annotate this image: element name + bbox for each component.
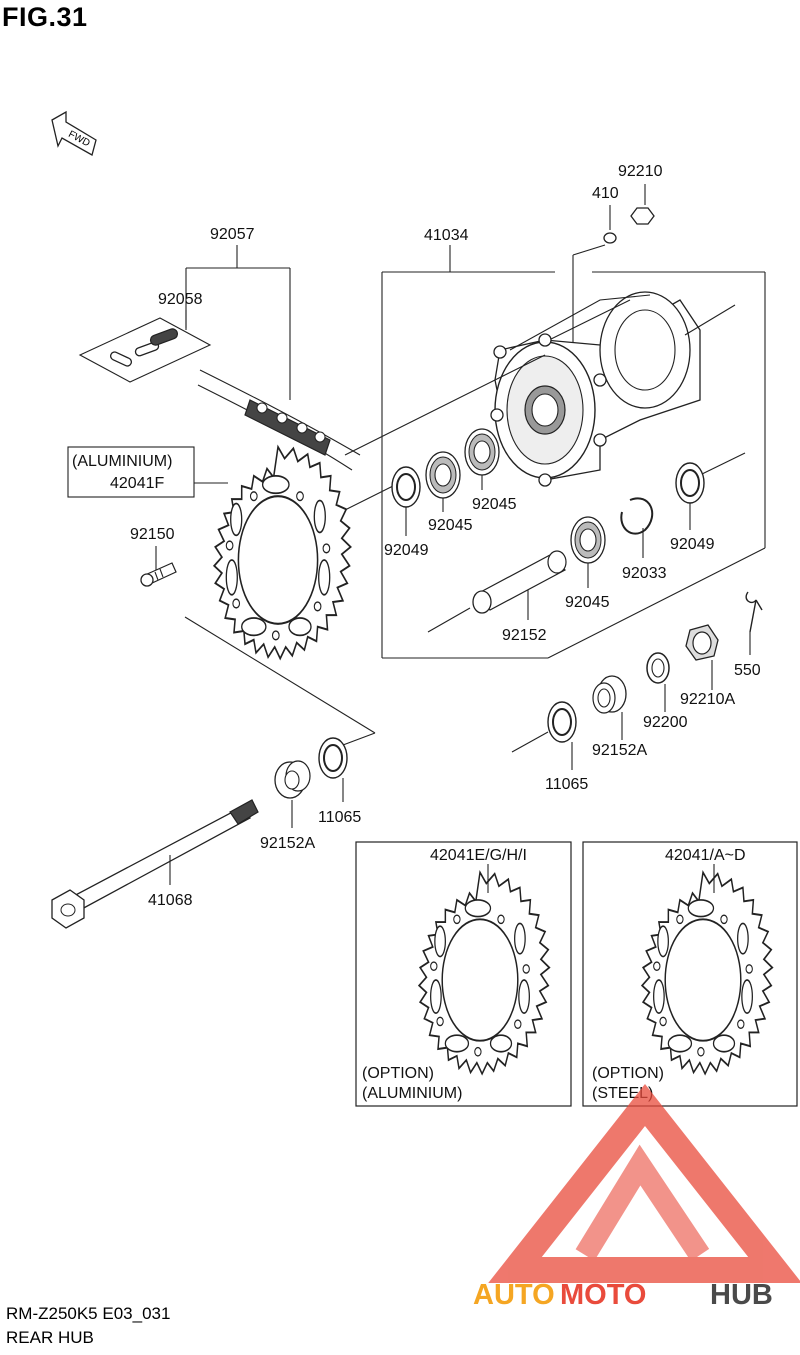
leader-92057: [185, 245, 291, 400]
label-410: 410: [592, 185, 619, 202]
nut-92210-part: [630, 207, 655, 225]
axle-guide-line: [344, 354, 546, 456]
hub-guide-line-a: [684, 304, 736, 336]
automotohub-watermark-logo: [488, 1083, 800, 1283]
watermark-hub: HUB: [710, 1279, 773, 1311]
watermark-moto: MOTO: [560, 1279, 646, 1311]
automotohub-watermark-text: AUTO MOTO HUB: [473, 1279, 773, 1311]
label-92045-c: 92045: [565, 594, 610, 611]
fwd-arrow-icon: FWD: [51, 110, 97, 156]
seal-11065-right-part: [547, 701, 577, 743]
label-41068: 41068: [148, 892, 193, 909]
seal-92049-right-part: [675, 462, 705, 504]
label-92049-right: 92049: [670, 536, 715, 553]
label-92045-a: 92045: [428, 517, 473, 534]
bolt-92150-part: [140, 562, 177, 587]
circlip-92033-part: [620, 497, 654, 535]
bearing-92045-a-part: [425, 451, 461, 499]
label-42041F: 42041F: [110, 475, 164, 492]
leader-41034: [381, 245, 766, 659]
label-11065-left: 11065: [318, 809, 361, 826]
label-92200: 92200: [643, 714, 688, 731]
seal-92049-left-part: [391, 466, 421, 508]
bearing-92045-b-part: [464, 428, 500, 476]
chain-joint-part: [78, 317, 212, 383]
label-92049-left: 92049: [384, 542, 429, 559]
seal-11065-left-part: [318, 737, 348, 779]
label-92150: 92150: [130, 526, 175, 543]
washer-410-part: [603, 232, 617, 244]
option2-note1: (OPTION): [592, 1065, 664, 1082]
label-550: 550: [734, 662, 761, 679]
label-11065-right: 11065: [545, 776, 588, 793]
option2-part-label: 42041/A~D: [665, 847, 746, 864]
castle-nut-92210A-part: [685, 624, 719, 661]
label-92152: 92152: [502, 627, 547, 644]
bearing-92045-c-part: [570, 516, 606, 564]
cotter-pin-550-part: [745, 591, 763, 633]
label-92045-b: 92045: [472, 496, 517, 513]
option-box-aluminium: 42041E/G/H/I (OPTION) (ALUMINIUM): [355, 841, 572, 1107]
rear-sprocket-42041F-part: [213, 445, 352, 660]
collar-92152A-left-part: [274, 760, 311, 799]
figure-title: FIG.31: [2, 2, 88, 32]
label-41034: 41034: [424, 227, 469, 244]
figure-name: REAR HUB: [6, 1328, 94, 1347]
axle-41068-part: [51, 799, 259, 929]
figure-code: RM-Z250K5 E03_031: [6, 1304, 171, 1323]
drive-chain-part: [197, 369, 361, 471]
rear-hub-part: [490, 291, 701, 487]
aluminium-note-box: (ALUMINIUM) 42041F: [67, 446, 195, 498]
label-92058: 92058: [158, 291, 203, 308]
label-92210A: 92210A: [680, 691, 735, 708]
option1-note2: (ALUMINIUM): [362, 1085, 462, 1102]
label-92033: 92033: [622, 565, 667, 582]
sprocket-guide-line: [344, 484, 396, 511]
option1-note1: (OPTION): [362, 1065, 434, 1082]
spacer-92152-part: [472, 550, 567, 614]
label-92152A-right: 92152A: [592, 742, 647, 759]
option1-part-label: 42041E/G/H/I: [430, 847, 527, 864]
watermark-auto: AUTO: [473, 1279, 555, 1311]
collar-92152A-right-part: [592, 675, 627, 714]
aluminium-note: (ALUMINIUM): [72, 453, 172, 470]
hub-guide-line-b: [699, 452, 746, 476]
label-92057: 92057: [210, 226, 255, 243]
label-92152A-left: 92152A: [260, 835, 315, 852]
label-92210: 92210: [618, 163, 663, 180]
sprocket-group-line: [184, 616, 376, 734]
option-box-steel: 42041/A~D (OPTION) (STEEL): [582, 841, 798, 1107]
